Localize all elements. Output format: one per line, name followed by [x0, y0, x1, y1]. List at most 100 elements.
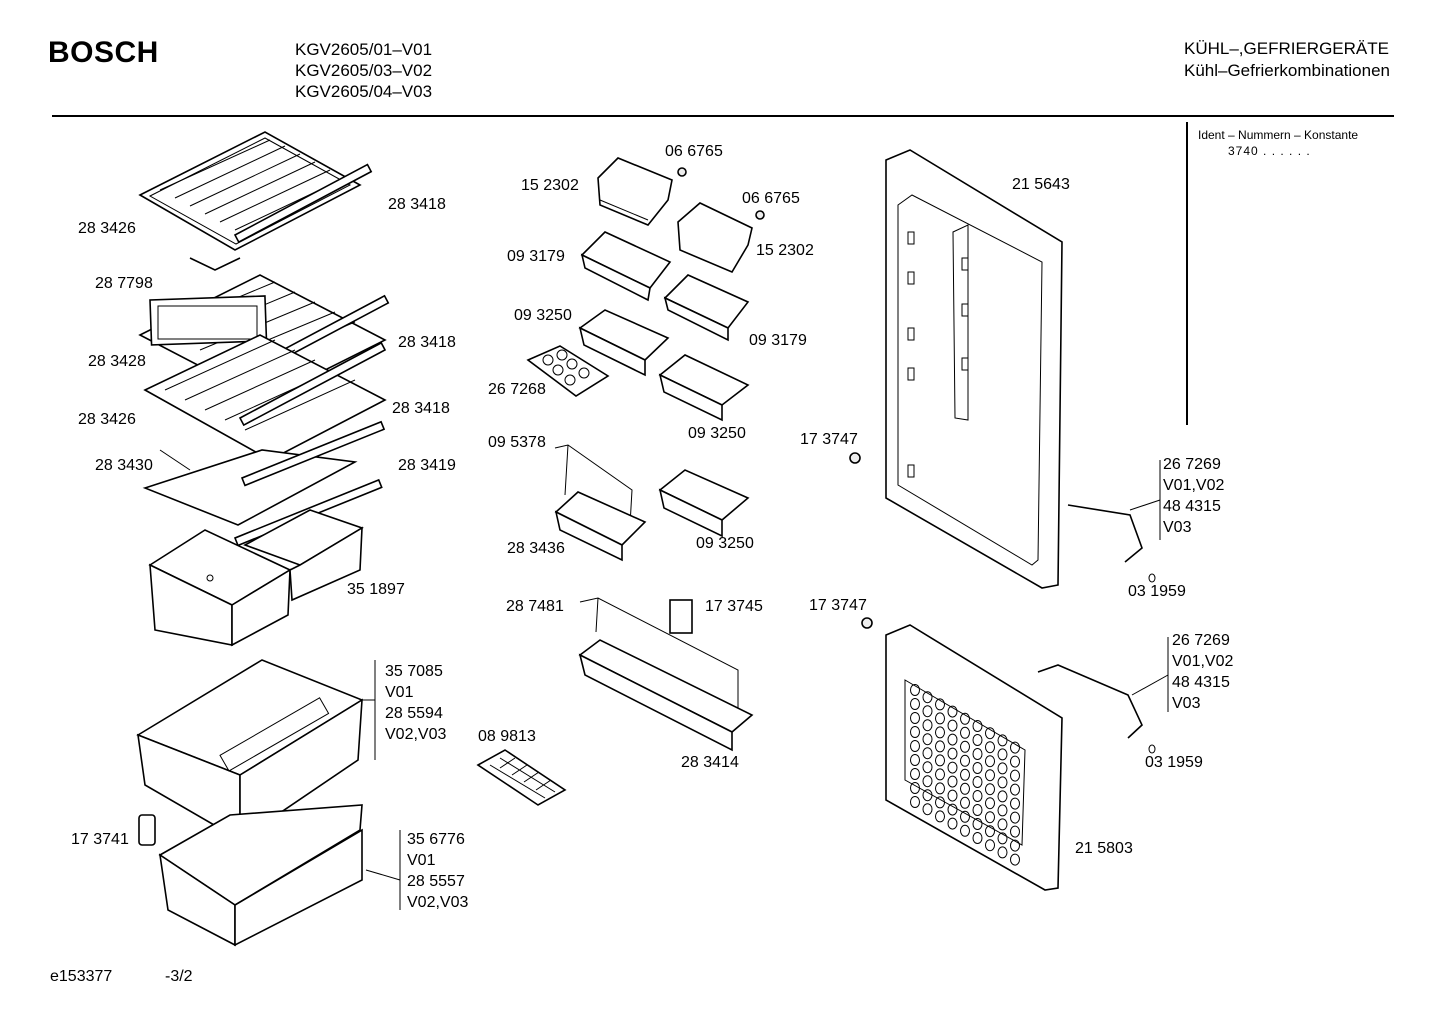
door-dot	[910, 740, 920, 752]
door-dot	[910, 796, 920, 808]
door-dot	[997, 804, 1008, 817]
part-label: 28 3418	[392, 400, 450, 417]
door-dot	[972, 734, 983, 746]
door-dot	[960, 726, 970, 739]
door-dot	[922, 761, 933, 774]
door-dot	[922, 803, 933, 816]
fridge-door	[885, 149, 1063, 589]
part-label: 21 5803	[1075, 840, 1133, 857]
door-dot	[972, 720, 983, 732]
shelf-trim-strip	[233, 163, 373, 244]
part-label: V01,V02	[1172, 653, 1234, 670]
door-shelf-small	[580, 231, 672, 302]
part-label: 03 1959	[1145, 754, 1203, 771]
door-dot	[985, 797, 995, 810]
door-dot	[997, 748, 1008, 761]
washer-part	[1148, 573, 1156, 583]
door-dot	[1010, 783, 1020, 796]
screw-icon	[755, 210, 765, 220]
part-label: 17 3747	[800, 431, 858, 448]
door-dot	[997, 734, 1008, 747]
door-dot	[922, 705, 933, 718]
door-dot	[972, 762, 983, 774]
category-subtitle: Kühl–Gefrierkombinationen	[1183, 61, 1390, 80]
door-shelf-medium	[658, 354, 750, 422]
door-handle	[1037, 664, 1143, 739]
part-label: 21 5643	[1012, 176, 1070, 193]
door-dot	[972, 832, 983, 844]
door-dot	[985, 769, 995, 782]
glass-shelf-lower	[143, 334, 387, 461]
door-dot	[997, 776, 1008, 789]
freezer-door-pattern	[910, 684, 1020, 866]
clip-part	[138, 814, 156, 846]
door-dot	[935, 698, 945, 711]
door-dot	[910, 712, 920, 724]
door-dot	[947, 817, 958, 830]
door-dot	[1010, 811, 1020, 824]
butter-cover-right	[677, 202, 753, 274]
door-dot	[972, 818, 983, 830]
part-label: 28 3428	[88, 353, 146, 370]
door-dot	[1010, 741, 1020, 754]
egg-tray	[526, 345, 610, 397]
door-dot	[997, 818, 1008, 831]
part-label: 17 3745	[705, 598, 763, 615]
glass-shelf-top	[138, 131, 362, 271]
door-dot	[910, 782, 920, 794]
model-number: KGV2605/04–V03	[295, 82, 433, 101]
part-label: V02,V03	[385, 726, 447, 743]
door-dot	[997, 846, 1008, 859]
part-label: 09 3179	[507, 248, 565, 265]
door-dot	[960, 712, 970, 725]
door-dot	[985, 825, 995, 838]
part-label: 09 5378	[488, 434, 546, 451]
door-dot	[985, 839, 995, 852]
ident-title: Ident – Nummern – Konstante	[1198, 128, 1359, 142]
door-dot	[922, 747, 933, 760]
door-dot	[935, 726, 945, 739]
door-dot	[997, 832, 1008, 845]
ident-value: 3740 . . . . . .	[1228, 144, 1311, 158]
door-dot	[972, 748, 983, 760]
part-label: 26 7269	[1163, 456, 1221, 473]
part-label: 28 3418	[388, 196, 446, 213]
part-label: 48 4315	[1163, 498, 1221, 515]
part-label: 15 2302	[521, 177, 579, 194]
glass-plate	[142, 449, 358, 526]
part-label: V01	[407, 852, 436, 869]
door-dot	[985, 811, 995, 824]
shelf-trim-strip	[240, 420, 386, 487]
part-label: 35 7085	[385, 663, 443, 680]
page-number: -3/2	[165, 968, 193, 985]
crisper-bin-right	[243, 509, 364, 602]
door-dot	[972, 790, 983, 802]
washer-part	[1148, 744, 1156, 754]
part-label: V01	[385, 684, 414, 701]
door-dot	[910, 768, 920, 780]
door-dot	[960, 824, 970, 837]
part-label: 26 7269	[1172, 632, 1230, 649]
door-dot	[922, 775, 933, 788]
door-dot	[935, 712, 945, 725]
door-dot	[935, 754, 945, 767]
category-title: KÜHL–,GEFRIERGERÄTE	[1183, 39, 1389, 58]
door-shelf-medium	[658, 469, 750, 538]
door-dot	[947, 761, 958, 774]
door-dot	[1010, 825, 1020, 838]
part-label: 03 1959	[1128, 583, 1186, 600]
header-divider	[52, 115, 1394, 117]
drawer-freezer	[158, 804, 363, 947]
door-dot	[910, 698, 920, 710]
ident-divider	[1186, 122, 1188, 425]
door-dot	[1010, 769, 1020, 782]
door-dot	[960, 768, 970, 781]
door-dot	[947, 803, 958, 816]
door-handle	[1067, 504, 1143, 563]
door-dot	[1010, 755, 1020, 768]
screw-icon	[849, 452, 861, 464]
door-dot	[972, 776, 983, 788]
screw-icon	[861, 617, 873, 629]
door-dot	[1010, 853, 1020, 866]
